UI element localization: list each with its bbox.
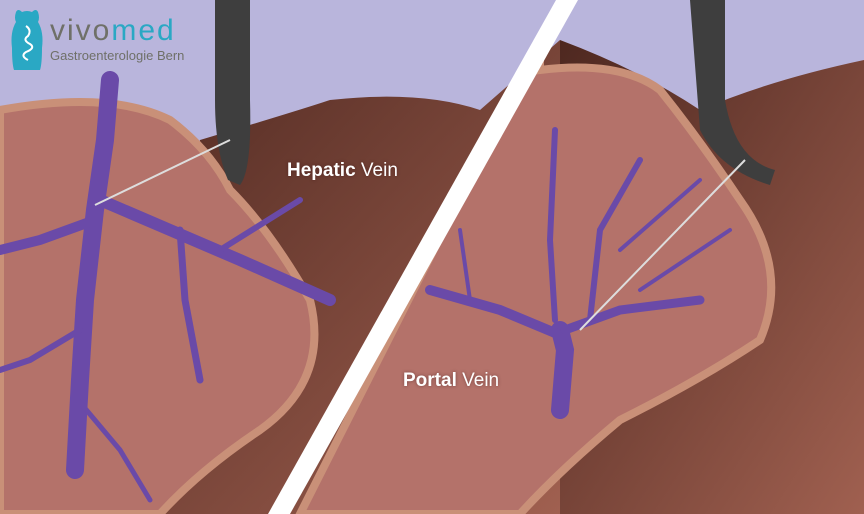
brand-part2: med [111, 13, 176, 47]
bear-logo-icon [11, 10, 43, 70]
hepatic-rest: Vein [355, 160, 398, 181]
liver-right [295, 38, 776, 514]
needle-right [579, 159, 746, 331]
divider-stripe [268, 0, 578, 514]
portal-vein-label: Portal Vein [403, 370, 499, 392]
hepatic-vein-label: Hepatic Vein [287, 160, 398, 182]
portal-rest: Vein [456, 370, 500, 391]
portal-vein-tree [425, 127, 732, 419]
brand-part1: vivo [50, 13, 112, 47]
portal-bold: Portal [403, 370, 457, 391]
left-panel [0, 0, 560, 514]
needle-left [94, 139, 231, 206]
brand-name: vivomed [50, 13, 184, 47]
endoscope-right [690, 0, 775, 185]
right-panel [295, 0, 864, 514]
endoscope-left [215, 0, 251, 185]
hepatic-vein-tree [0, 71, 336, 503]
vivomed-logo: vivomed Gastroenterologie Bern [10, 8, 184, 70]
hepatic-bold: Hepatic [287, 160, 356, 181]
brand-subtitle: Gastroenterologie Bern [50, 47, 185, 63]
